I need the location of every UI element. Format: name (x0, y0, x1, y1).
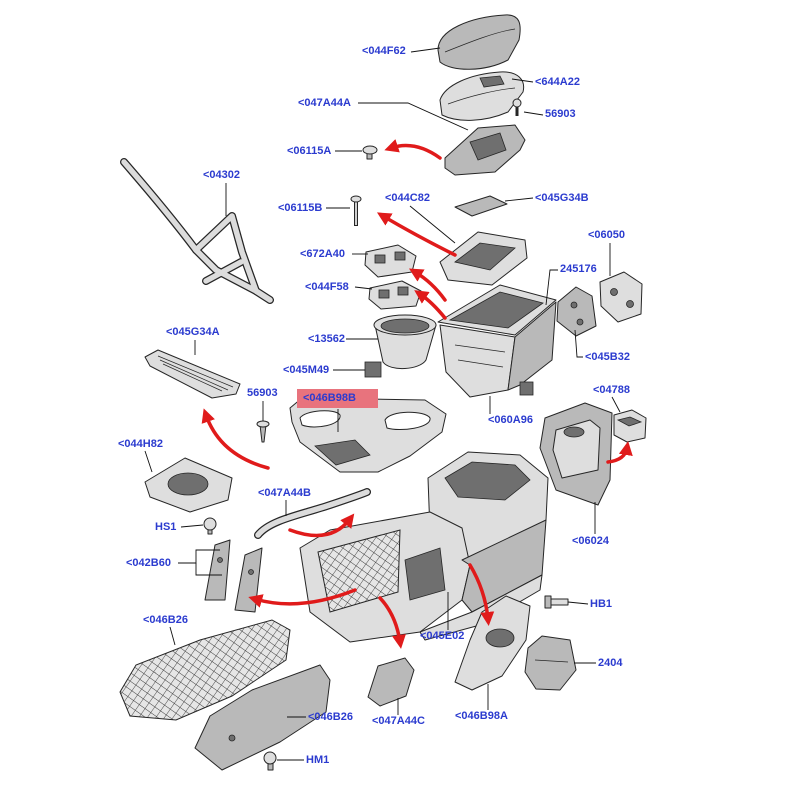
leader-line (504, 197, 534, 202)
cover-047A44C (367, 657, 415, 707)
pad-045G34B (454, 195, 508, 217)
callout-044F58[interactable]: <044F58 (305, 281, 349, 293)
leader-line (523, 111, 544, 116)
red-arrow (201, 408, 270, 470)
red-arrow (378, 596, 406, 649)
callout-06050[interactable]: <06050 (588, 229, 626, 241)
screw-06115A (362, 145, 378, 160)
screw-56903-top (512, 98, 522, 116)
leader-line (409, 205, 456, 244)
callout-04788[interactable]: <04788 (593, 384, 631, 396)
armrest-lid-part (437, 14, 521, 70)
latch-mechanism-part (444, 124, 526, 176)
callout-042B60[interactable]: <042B60 (126, 557, 171, 569)
storage-bin-245176 (437, 284, 557, 398)
callout-672A40[interactable]: <672A40 (300, 248, 345, 260)
lid-underside-part (439, 71, 525, 121)
leader-line (358, 102, 469, 131)
callout-045G34B[interactable]: <045G34B (535, 192, 589, 204)
callout-047A44B[interactable]: <047A44B (258, 487, 311, 499)
insert-672A40 (364, 244, 417, 278)
leader-line (354, 286, 373, 290)
red-arrow (288, 513, 355, 538)
callout-045B32[interactable]: <045B32 (585, 351, 630, 363)
leader-line (180, 524, 204, 528)
callout-044F62[interactable]: <044F62 (362, 45, 406, 57)
clip-HS1 (203, 517, 217, 535)
brackets-042B60 (204, 539, 263, 613)
part-2404 (524, 635, 577, 691)
callout-047A44C[interactable]: <047A44C (372, 715, 425, 727)
callout-644A22[interactable]: <644A22 (535, 76, 580, 88)
tray-044C82 (439, 231, 528, 286)
callout-047A44A[interactable]: <047A44A (298, 97, 351, 109)
callout-06024[interactable]: <06024 (572, 535, 610, 547)
carpet-mat-046B26 (119, 619, 291, 721)
top-trim-panel-046B98B (289, 397, 447, 473)
block-04788 (613, 409, 647, 443)
callout-06115A[interactable]: <06115A (287, 145, 332, 157)
panel-046B98A (454, 595, 531, 691)
screw-06115B (350, 195, 362, 226)
callout-2404[interactable]: 2404 (598, 657, 623, 669)
red-arrow (468, 563, 495, 626)
red-arrow (414, 290, 447, 320)
bezel-044H82 (144, 457, 233, 513)
callout-045M49[interactable]: <045M49 (283, 364, 330, 376)
red-arrow (376, 212, 457, 257)
callout-04302[interactable]: <04302 (203, 169, 241, 181)
callout-13562[interactable]: <13562 (308, 333, 346, 345)
red-arrow (606, 441, 633, 464)
trim-strip-047A44B (254, 488, 371, 539)
red-arrow (248, 588, 357, 608)
push-pin-56903 (256, 420, 270, 443)
leader-line (567, 601, 589, 605)
leader-line (574, 329, 583, 358)
callout-HM1[interactable]: HM1 (306, 754, 330, 766)
frame-bracket-04302 (120, 158, 274, 304)
leader-line (178, 549, 220, 564)
callout-046B26-trim[interactable]: <046B26 (308, 711, 353, 723)
callout-044H82[interactable]: <044H82 (118, 438, 163, 450)
insert-044F58 (368, 280, 422, 310)
callout-56903-mid[interactable]: 56903 (247, 387, 278, 399)
rear-panel-06024 (539, 402, 613, 506)
callout-060A96[interactable]: <060A96 (488, 414, 533, 426)
cupholder-13562 (373, 314, 437, 369)
leader-line (410, 47, 441, 53)
callout-045G34A[interactable]: <045G34A (166, 326, 220, 338)
leader-line (511, 78, 534, 83)
assembly-arrows (201, 139, 633, 649)
clip-045M49 (364, 361, 382, 378)
leader-line (144, 450, 153, 473)
callout-56903-top[interactable]: 56903 (545, 108, 576, 120)
red-arrow (408, 268, 447, 302)
red-arrow (384, 139, 442, 160)
callout-046B98A[interactable]: <046B98A (455, 710, 508, 722)
leader-line (195, 563, 222, 576)
clip-060A96 (519, 381, 534, 396)
bracket-045B32 (556, 286, 597, 337)
mat-045G34A (144, 349, 241, 399)
callout-06115B[interactable]: <06115B (278, 202, 323, 214)
bracket-06050 (599, 271, 643, 323)
callout-044C82[interactable]: <044C82 (385, 192, 430, 204)
leader-line (545, 269, 558, 306)
leader-lines (144, 47, 621, 761)
callout-245176[interactable]: 245176 (560, 263, 597, 275)
leader-line (611, 396, 621, 413)
callout-046B26-mat[interactable]: <046B26 (143, 614, 188, 626)
callout-046B98B[interactable]: <046B98B (297, 389, 378, 408)
callout-045E02[interactable]: <045E02 (420, 630, 465, 642)
bolt-HB1 (544, 595, 569, 609)
screw-HM1 (263, 751, 277, 771)
callout-HB1[interactable]: HB1 (590, 598, 613, 610)
callout-HS1[interactable]: HS1 (155, 521, 177, 533)
leader-line (169, 626, 176, 646)
lower-trim-046B26 (194, 664, 331, 771)
